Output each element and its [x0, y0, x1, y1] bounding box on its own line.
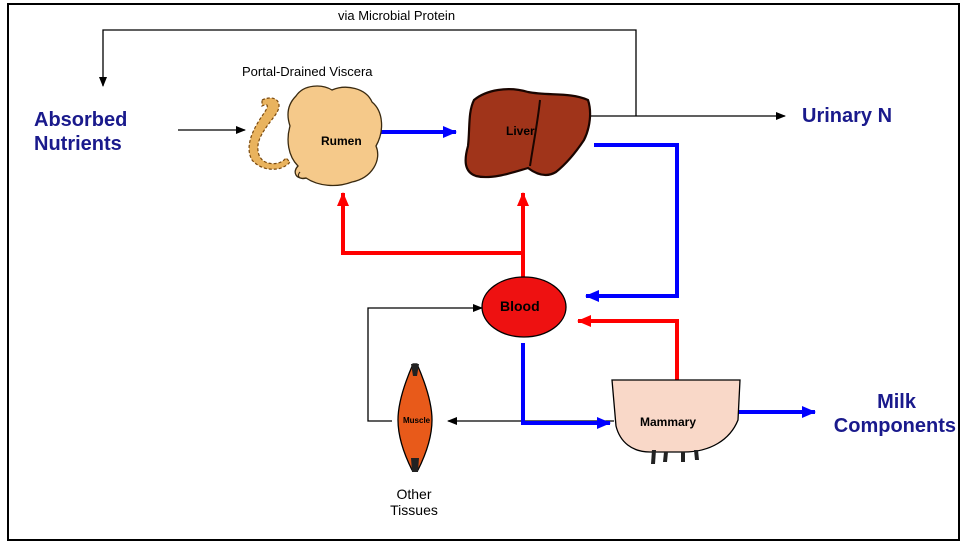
liver-label: Liver — [506, 124, 535, 138]
blood-to-rumen-arrow — [343, 193, 523, 281]
via-microbial-protein-label: via Microbial Protein — [338, 8, 455, 23]
intestine-shape — [249, 98, 290, 169]
portal-drained-viscera-label: Portal-Drained Viscera — [242, 64, 373, 79]
blood-label: Blood — [500, 298, 540, 314]
muscle-label: Muscle — [403, 416, 430, 425]
liver-to-blood-arrow — [586, 145, 677, 296]
urinary-n-label: Urinary N — [802, 104, 892, 128]
other-tissues-label: Other Tissues — [386, 486, 442, 518]
mammary-to-blood-arrow — [578, 321, 677, 380]
absorbed-nutrients-label: Absorbed Nutrients — [34, 108, 127, 156]
milk-components-label: Milk Components — [826, 390, 956, 438]
mammary-label: Mammary — [640, 415, 696, 429]
blood-to-mammary-arrow — [523, 343, 610, 423]
rumen-label: Rumen — [321, 134, 362, 148]
muscle-tendon-bottom — [411, 458, 419, 472]
